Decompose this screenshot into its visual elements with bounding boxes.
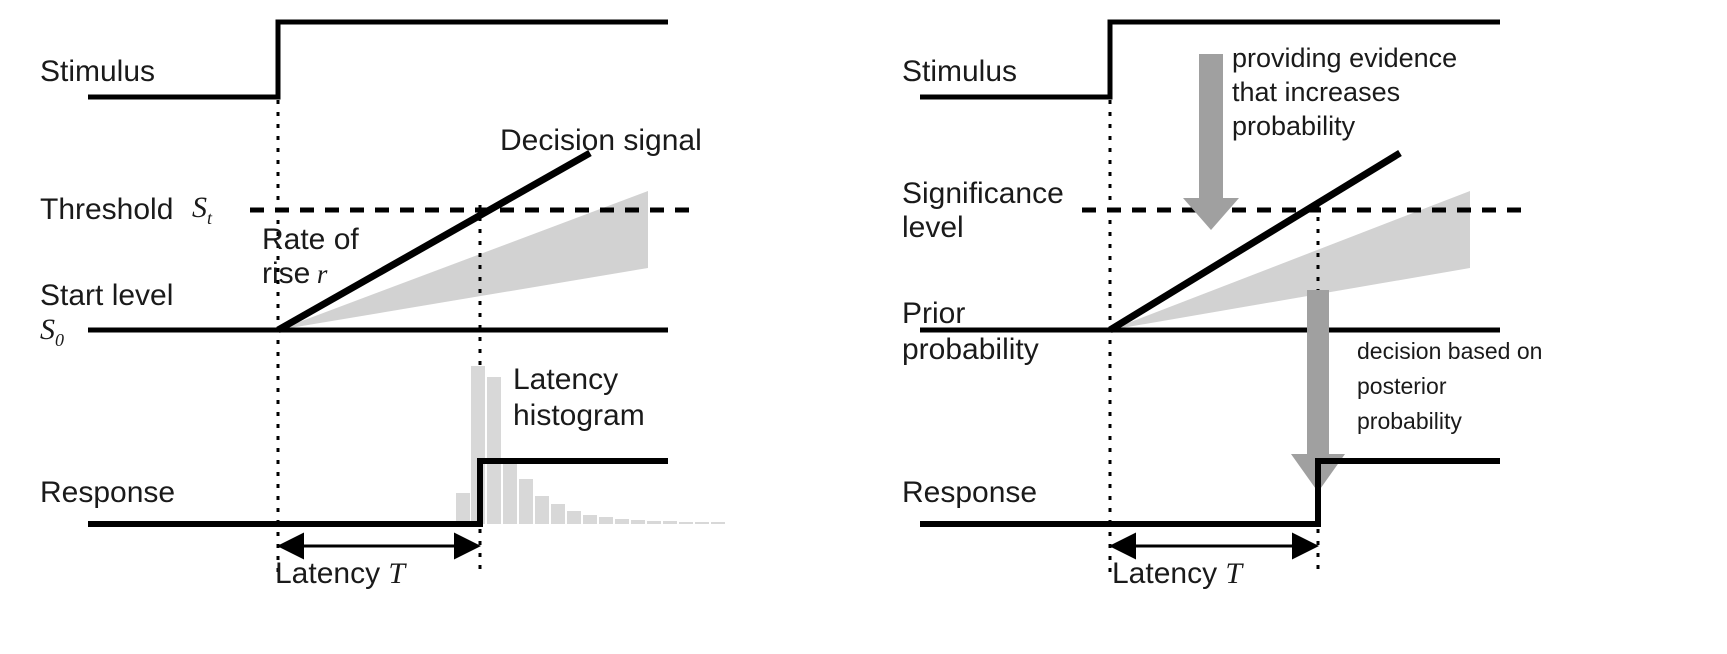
significance-level-label-line1: Significance	[902, 177, 1064, 210]
response-trace-right	[920, 458, 1500, 527]
histogram-bar	[567, 511, 581, 524]
evidence-arrow	[1183, 54, 1239, 230]
posterior-annotation-line2: posterior	[1357, 373, 1447, 399]
stimulus-trace	[88, 19, 668, 100]
histogram-bar	[679, 522, 693, 524]
histogram-bar	[456, 493, 470, 524]
stimulus-trace-right	[920, 19, 1500, 100]
rate-of-rise-label-line1: Rate of	[262, 223, 359, 256]
histogram-bar	[647, 521, 661, 524]
prior-probability-label-line1: Prior	[902, 297, 966, 330]
latency-histogram-label-line1: Latency	[513, 363, 619, 396]
posterior-annotation-line3: probability	[1357, 408, 1462, 434]
histogram-bar	[583, 515, 597, 524]
left-latency-label: Latency T	[275, 556, 405, 591]
start-level-symbol-base: S	[40, 313, 55, 346]
evidence-annotation-line1: providing evidence	[1232, 43, 1458, 73]
latency-symbol-right: T	[1225, 557, 1243, 590]
histogram-bar	[615, 519, 629, 524]
rate-of-rise-fan	[278, 191, 648, 330]
left-panel-graphics	[88, 19, 725, 575]
histogram-bar	[599, 517, 613, 524]
histogram-bar	[711, 522, 725, 524]
latency-symbol: T	[388, 557, 406, 590]
rate-of-rise-text: rise	[262, 257, 311, 290]
decision-signal-line-right	[1108, 150, 1402, 333]
response-trace	[88, 458, 668, 527]
rate-of-rise-label-line2: rise r	[262, 256, 327, 291]
histogram-bar	[535, 496, 549, 524]
latency-histogram-label-line2: histogram	[513, 399, 645, 432]
histogram-bar	[695, 522, 709, 524]
posterior-annotation-line1: decision based on	[1357, 338, 1543, 364]
right-stimulus-label: Stimulus	[902, 55, 1018, 88]
left-response-label: Response	[40, 476, 176, 509]
histogram-bar	[519, 479, 533, 524]
left-start-level-symbol: S0	[40, 312, 64, 351]
histogram-bar	[551, 504, 565, 524]
latency-text: Latency	[275, 557, 381, 590]
threshold-symbol-sub: t	[207, 208, 213, 228]
left-start-level-label: Start level	[40, 279, 174, 312]
histogram-bar	[663, 521, 677, 524]
decision-signal-line	[276, 149, 592, 334]
decision-signal-label: Decision signal	[500, 124, 702, 157]
right-panel-graphics	[920, 19, 1530, 575]
prior-probability-label-line2: probability	[902, 333, 1039, 366]
rate-of-rise-fan-right	[1110, 191, 1470, 330]
histogram-bar	[631, 520, 645, 524]
left-threshold-label: Threshold	[40, 193, 174, 226]
left-threshold-symbol: St	[192, 190, 212, 229]
latency-histogram	[456, 366, 725, 524]
threshold-symbol-base: S	[192, 191, 207, 224]
right-response-label: Response	[902, 476, 1038, 509]
evidence-annotation-line2: that increases	[1232, 77, 1401, 107]
right-latency-label: Latency T	[1112, 556, 1242, 591]
rate-symbol: r	[316, 259, 328, 289]
significance-level-label-line2: level	[902, 211, 964, 244]
latency-text-right: Latency	[1112, 557, 1218, 590]
histogram-bar	[487, 377, 501, 524]
left-stimulus-label: Stimulus	[40, 55, 156, 88]
start-level-symbol-sub: 0	[55, 330, 64, 350]
histogram-bar	[503, 462, 517, 524]
evidence-annotation-line3: probability	[1232, 111, 1356, 141]
